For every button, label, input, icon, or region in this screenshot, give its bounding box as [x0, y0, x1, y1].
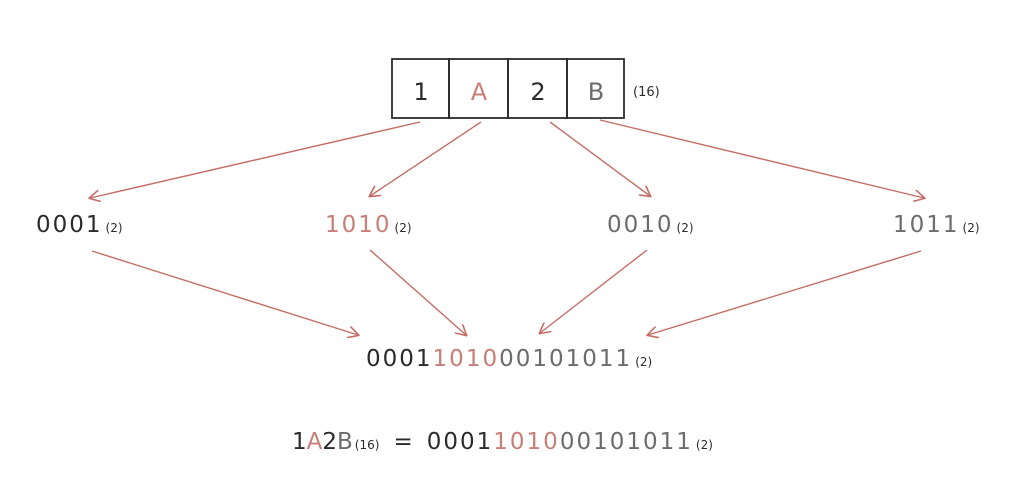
equation-hex-digit-3: B [337, 429, 353, 455]
binary-group-3-bits: 0010 [607, 212, 674, 238]
combined-bits-part-2: 1010 [433, 346, 500, 372]
equation-bits-part-4: 1011 [626, 429, 693, 455]
arrow-group1-to-combined [91, 250, 358, 335]
arrow-hex1-to-group1 [90, 121, 421, 198]
binary-group-2: 1010(2) [325, 212, 412, 238]
equation-hex-digit-0: 1 [292, 429, 307, 455]
arrow-group3-to-combined [540, 249, 648, 333]
arrow-hexB-to-group4 [599, 119, 924, 198]
combined-bits-part-3: 0010 [499, 346, 566, 372]
combined-base: (2) [635, 355, 652, 369]
arrow-group4-to-combined [648, 250, 922, 335]
arrow-group2-to-combined [369, 249, 466, 335]
binary-group-1-base: (2) [106, 221, 123, 235]
equation-left-base: (16) [355, 438, 380, 452]
binary-group-2-bits: 1010 [325, 212, 392, 238]
equation-bits-part-3: 0010 [560, 429, 627, 455]
hex-digit-2: 2 [530, 78, 545, 106]
combined-binary: 0001101000101011(2) [366, 346, 652, 372]
merge-arrows [91, 249, 922, 335]
equation-equals: = [393, 429, 412, 455]
binary-group-4-base: (2) [963, 221, 980, 235]
equation-right-base: (2) [696, 438, 713, 452]
equation-hex-digit-2: 2 [322, 429, 337, 455]
split-arrows [90, 119, 924, 198]
hex-digit-3: B [588, 78, 604, 106]
equation-bits-part-1: 0001 [427, 429, 494, 455]
hex-base-label: (16) [633, 85, 660, 100]
arrow-hexA-to-group2 [370, 121, 482, 196]
binary-group-4: 1011(2) [893, 212, 980, 238]
hex-digit-1: A [471, 78, 488, 106]
binary-group-1: 0001(2) [36, 212, 123, 238]
hex-digit-0: 1 [413, 78, 428, 106]
binary-group-2-base: (2) [395, 221, 412, 235]
combined-bits-part-1: 0001 [366, 346, 433, 372]
combined-bits-part-4: 1011 [566, 346, 633, 372]
conversion-equation: 1A2B(16) = 0001101000101011(2) [292, 429, 713, 455]
binary-group-1-bits: 0001 [36, 212, 103, 238]
equation-hex-digit-1: A [307, 429, 323, 455]
binary-group-3: 0010(2) [607, 212, 694, 238]
binary-group-3-base: (2) [677, 221, 694, 235]
equation-bits-part-2: 1010 [493, 429, 560, 455]
arrow-hex2-to-group3 [549, 121, 650, 196]
binary-groups: 0001(2) 1010(2) 0010(2) 1011(2) [36, 212, 980, 238]
binary-group-4-bits: 1011 [893, 212, 960, 238]
hex-box-4 [566, 58, 625, 119]
hex-digit-boxes: 1 A 2 B (16) [391, 58, 660, 119]
